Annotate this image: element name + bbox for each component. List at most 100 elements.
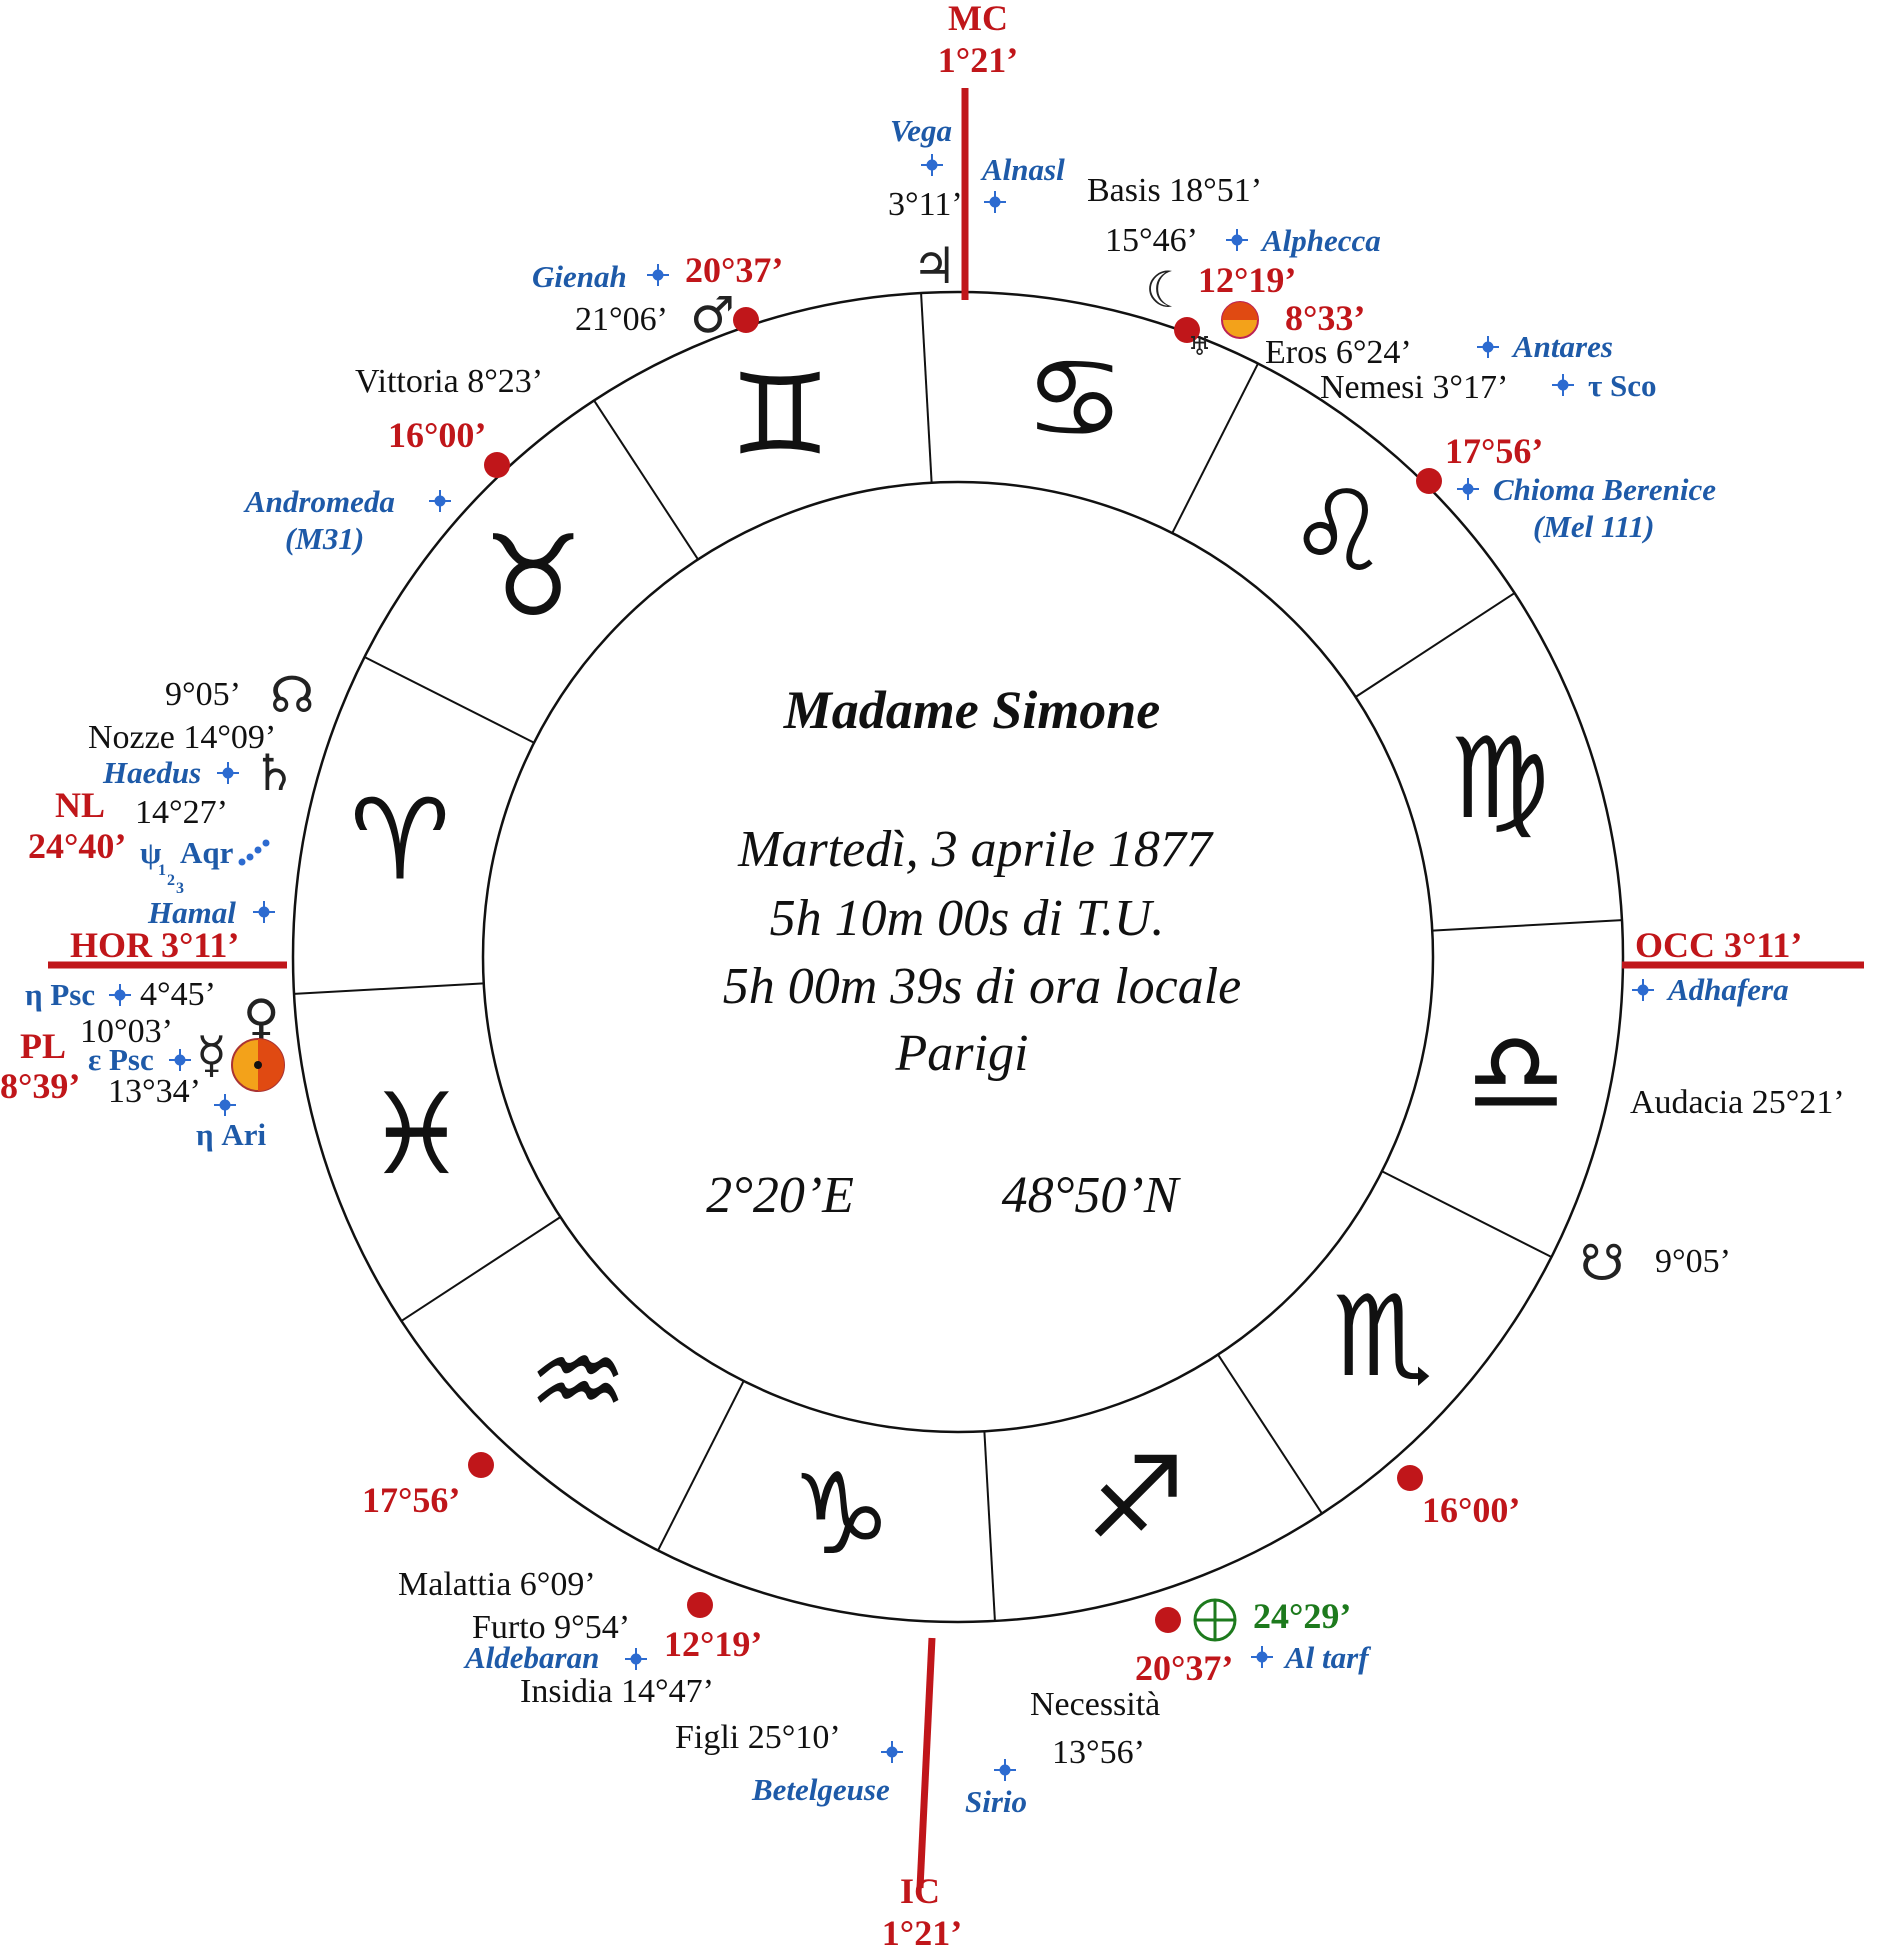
date-line: Martedì, 3 aprile 1877 [737,821,1214,878]
longitude: 2°20’E [706,1167,854,1224]
insidia-label: Insidia 14°47’ [520,1673,714,1710]
sign-divider [657,1380,745,1551]
star-icon [984,191,1006,213]
latitude: 48°50’N [1002,1167,1182,1224]
star-m31: (M31) [285,521,364,556]
ic-axis [916,1637,936,1889]
part-of-fortune-icon [1193,1598,1237,1642]
cusp-degree: 12°19’ [1198,260,1296,300]
mc-degree: 1°21’ [938,40,1018,80]
jupiter-icon: ♃ [912,237,957,295]
cusp-dot [733,307,759,333]
ut-line: 5h 10m 00s di T.U. [770,890,1165,947]
cusp-dot [687,1592,713,1618]
sign-divider [1171,363,1259,534]
mars-icon: ♂ [690,286,735,344]
cusp-degree: 16°00’ [388,415,486,455]
star-andromeda: Andromeda [243,484,395,519]
pl-degree: 8°39’ [0,1066,80,1106]
star-vega: Vega [890,113,952,148]
capricorn-glyph: ♑︎ [791,1450,891,1580]
star-cluster-icon [238,839,270,866]
local-time-line: 5h 00m 39s di ora locale [723,958,1242,1015]
sagittarius-glyph: ♐︎ [1086,1434,1186,1564]
nozze-label: Nozze 14°09’ [88,719,276,756]
uranus-glyph: ♅ [1188,332,1211,362]
sign-divider [364,656,535,744]
star-icon [169,1049,191,1071]
star-icon [625,1648,647,1670]
mc-label: MC [948,0,1008,38]
star-icon [881,1741,903,1763]
sign-divider [983,1431,996,1622]
malattia-label: Malattia 6°09’ [398,1566,596,1603]
cusp-dot [1416,468,1442,494]
virgo-glyph: ♍︎ [1449,714,1549,844]
star-eps-psc: ε Psc [88,1042,154,1077]
star-alphecca: Alphecca [1260,223,1381,258]
star-hamal: Hamal [147,895,236,930]
place-line: Parigi [895,1025,1029,1082]
moon-degree: 15°46’ [1105,222,1198,259]
ic-degree: 1°21’ [882,1913,962,1953]
psi-glyph: ψ [140,835,162,870]
psi-subscript: 1 [158,862,166,879]
pl-label: PL [20,1026,66,1066]
saturn-degree: 14°27’ [135,794,228,831]
cusp-dot [1174,317,1200,343]
vittoria-label: Vittoria 8°23’ [355,363,543,400]
cusp-degree: 17°56’ [1445,431,1543,471]
star-aldebaran: Aldebaran [463,1640,599,1675]
fortune-degree: 24°29’ [1253,1596,1351,1636]
occ-label: OCC 3°11’ [1635,925,1802,965]
gemini-glyph: ♊︎ [730,350,830,480]
cusp-degree: 8°33’ [1285,298,1365,338]
chart-title: Madame Simone [783,680,1161,740]
star-al-tarf: Al tarf [1283,1640,1371,1675]
star-icon [1477,336,1499,358]
sign-glyphs: ♈︎♉︎♊︎♋︎♌︎♍︎♎︎♏︎♐︎♑︎♒︎♓︎ [350,334,1566,1580]
sign-divider [1432,919,1623,932]
star-icon [1632,979,1654,1001]
necessita-label: Necessità [1030,1686,1160,1723]
aries-glyph: ♈︎ [350,775,450,905]
sign-divider [1381,1170,1552,1258]
mercury-degree: 10°03’ [80,1013,173,1050]
ic-label: IC [900,1871,940,1911]
cusp-degree: 12°19’ [664,1624,762,1664]
star-haedus: Haedus [102,755,201,790]
star-markers [109,154,1654,1781]
cusp-dot [1397,1465,1423,1491]
sign-divider [400,1216,562,1322]
star-icon [429,490,451,512]
sign-divider [920,292,933,483]
star-icon [1226,229,1248,251]
star-alnasl: Alnasl [980,152,1065,187]
cusp-dot [484,452,510,478]
north-node-icon: ☊ [270,666,314,724]
moon-icon: ☾ [1145,261,1190,319]
furto-label: Furto 9°54’ [472,1609,630,1646]
necessita-degree: 13°56’ [1052,1734,1145,1771]
star-icon [1457,478,1479,500]
star-gienah: Gienah [532,259,627,294]
venus-icon: ♀ [243,989,280,1047]
star-antares: Antares [1511,329,1613,364]
star-adhafera: Adhafera [1666,972,1789,1007]
north-node-degree: 9°05’ [165,676,241,713]
leo-glyph: ♌︎ [1288,467,1388,597]
nemesi-label: Nemesi 3°17’ [1320,369,1508,406]
jupiter-degree: 3°11’ [888,186,963,223]
inner-ring [481,480,1435,1434]
taurus-glyph: ♉︎ [483,512,583,642]
cusp-degree: 16°00’ [1422,1490,1520,1530]
star-sirio: Sirio [965,1784,1027,1819]
libra-glyph: ♎︎ [1466,1009,1566,1139]
sign-divider [1217,1353,1323,1515]
south-node-degree: 9°05’ [1655,1243,1731,1280]
psi-subscript: 2 [167,872,175,889]
star-icon [921,154,943,176]
star-icon [1552,374,1574,396]
star-eta-ari: η Ari [196,1117,267,1152]
